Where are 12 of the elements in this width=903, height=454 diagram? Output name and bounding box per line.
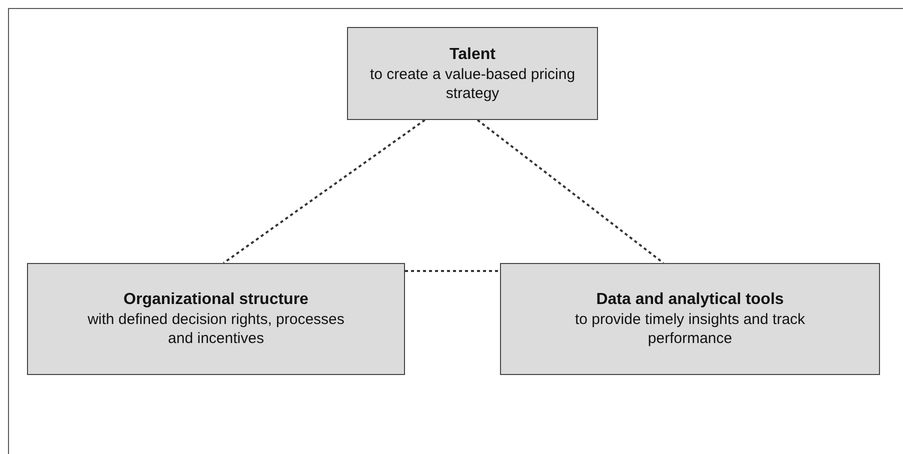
box-description: with defined decision rights, processes and incentives xyxy=(86,310,346,348)
box-heading: Talent xyxy=(450,44,496,64)
box-heading: Data and analytical tools xyxy=(596,290,784,310)
process-box xyxy=(347,27,598,120)
dashed-connector xyxy=(405,270,500,272)
process-box xyxy=(27,263,405,375)
dashed-connector xyxy=(222,119,426,264)
process-box xyxy=(500,263,880,375)
box-description: to provide timely insights and track performance xyxy=(574,310,806,348)
box-heading: Organizational structure xyxy=(124,290,308,310)
box-description: to create a value-based pricing strategy xyxy=(368,64,576,102)
dashed-connector xyxy=(476,119,664,264)
